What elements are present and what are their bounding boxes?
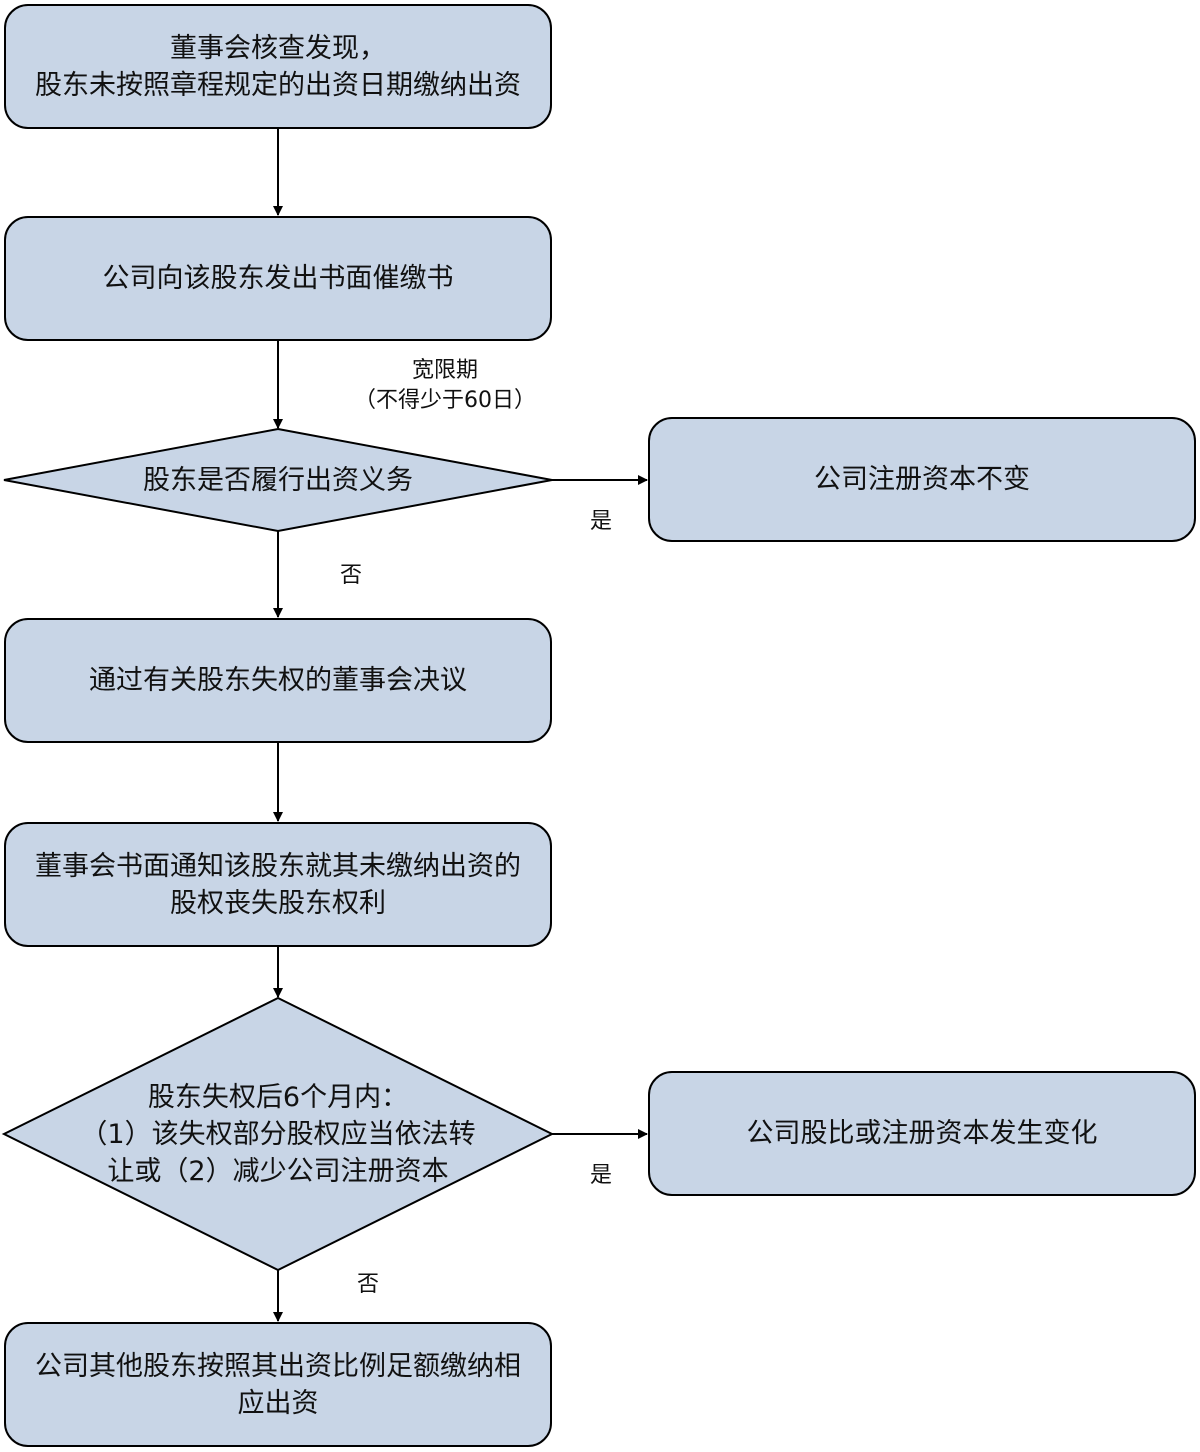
final-node-line-1: 公司其他股东按照其出资比例足额缴纳相 bbox=[35, 1350, 521, 1382]
notice-node-text: 公司向该股东发出书面催缴书 bbox=[102, 263, 454, 294]
start-node-line-2: 股东未按照章程规定的出资日期缴纳出资 bbox=[35, 69, 521, 101]
decision-2-node: 股东失权后6个月内： （1）该失权部分股权应当依法转 让或（2）减少公司注册资本 bbox=[40, 1074, 516, 1194]
resolution-node-text: 通过有关股东失权的董事会决议 bbox=[89, 665, 467, 696]
notify-node-line-1: 董事会书面通知该股东就其未缴纳出资的 bbox=[35, 850, 521, 882]
resolution-node: 通过有关股东失权的董事会决议 bbox=[4, 618, 552, 743]
decision-1-node: 股东是否履行出资义务 bbox=[60, 455, 496, 505]
yes-label-1: 是 bbox=[589, 509, 612, 534]
unchanged-node-text: 公司注册资本不变 bbox=[814, 464, 1030, 495]
changed-node: 公司股比或注册资本发生变化 bbox=[648, 1071, 1196, 1196]
final-node-line-2: 应出资 bbox=[237, 1387, 319, 1419]
decision-2-line-1: 股东失权后6个月内： bbox=[147, 1081, 409, 1113]
notify-node-line-2: 股权丧失股东权利 bbox=[170, 887, 386, 919]
no-label-2: 否 bbox=[356, 1272, 379, 1297]
decision-2-line-2: （1）该失权部分股权应当依法转 bbox=[80, 1118, 476, 1150]
notice-node: 公司向该股东发出书面催缴书 bbox=[4, 216, 552, 341]
decision-1-text: 股东是否履行出资义务 bbox=[143, 464, 413, 496]
grace-period-label: 宽限期 （不得少于60日） bbox=[340, 356, 550, 416]
grace-period-line-2: （不得少于60日） bbox=[354, 388, 536, 413]
yes-label-2: 是 bbox=[589, 1163, 612, 1188]
changed-node-text: 公司股比或注册资本发生变化 bbox=[746, 1118, 1098, 1149]
final-node: 公司其他股东按照其出资比例足额缴纳相 应出资 bbox=[4, 1322, 552, 1447]
decision-2-line-3: 让或（2）减少公司注册资本 bbox=[107, 1155, 449, 1187]
grace-period-line-1: 宽限期 bbox=[411, 358, 478, 383]
notify-node: 董事会书面通知该股东就其未缴纳出资的 股权丧失股东权利 bbox=[4, 822, 552, 947]
unchanged-node: 公司注册资本不变 bbox=[648, 417, 1196, 542]
start-node: 董事会核查发现， 股东未按照章程规定的出资日期缴纳出资 bbox=[4, 4, 552, 129]
no-label-1: 否 bbox=[339, 563, 362, 588]
start-node-line-1: 董事会核查发现， bbox=[170, 32, 386, 64]
